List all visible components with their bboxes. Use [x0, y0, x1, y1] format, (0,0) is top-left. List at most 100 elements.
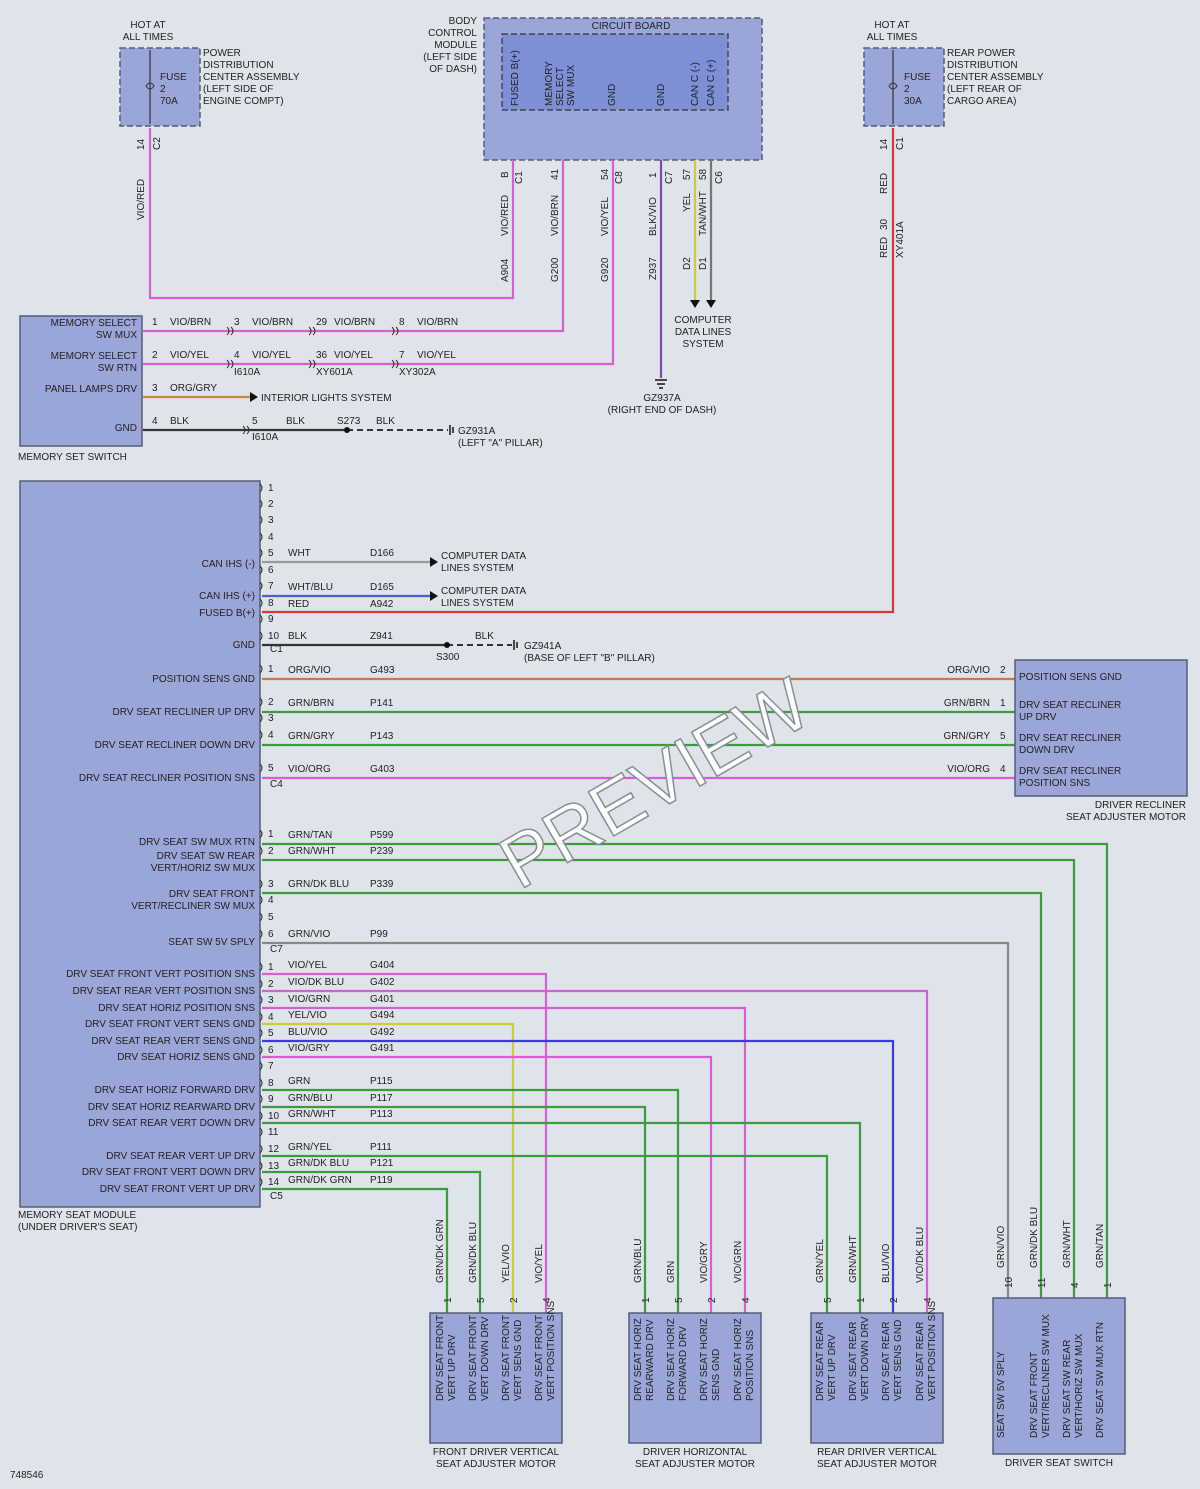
c1-label-3: GND: [233, 640, 255, 651]
motor-label-2-1-0: DRV SEAT REAR: [848, 1322, 859, 1401]
motor-label-0-3-1: VERT POSITION SNS: [546, 1300, 557, 1401]
mss-r4-0: 4: [152, 416, 158, 427]
msm-box: [19, 480, 261, 1208]
mss-r1-1: VIO/BRN: [170, 317, 211, 328]
c7-circ-1: P239: [370, 846, 394, 857]
msm-pin-34: 14: [268, 1177, 280, 1188]
bcm-pin-fused: FUSED B(+): [510, 50, 521, 106]
motor-wire-3-0: GRN/VIO: [996, 1226, 1007, 1268]
motor-pin-2-1: 1: [856, 1297, 867, 1303]
motor-title-0-0: FRONT DRIVER VERTICAL: [433, 1447, 560, 1458]
motor-pin-2-2: 2: [889, 1297, 900, 1303]
c5-wire-11: GRN/DK GRN: [288, 1175, 352, 1186]
motor-wire-0-0: GRN/DK GRN: [435, 1219, 446, 1283]
motor-label-3-1-0: DRV SEAT FRONT: [1029, 1352, 1040, 1438]
motor-pin-1-0: 1: [641, 1297, 652, 1303]
pin-mark-21: [259, 962, 263, 972]
mss-r1-7: VIO/BRN: [417, 317, 458, 328]
c5-wire-5: VIO/GRY: [288, 1043, 330, 1054]
pin-mark-20: [259, 929, 263, 939]
pin-mark-23: [259, 995, 263, 1005]
c1-cdl-a1: LINES SYSTEM: [441, 563, 514, 574]
bcm-cpin-0: B: [500, 171, 511, 178]
c5-line-7: [262, 1105, 647, 1313]
rpdc-pin2: 30: [879, 218, 890, 230]
svg-text:SW MUX: SW MUX: [566, 65, 577, 106]
mss-r2-0: 2: [152, 350, 158, 361]
c5-line-2: [262, 1006, 747, 1313]
c7-circ-3: P99: [370, 929, 388, 940]
motor-title-1-0: DRIVER HORIZONTAL: [643, 1447, 748, 1458]
c7-wire-2: GRN/DK BLU: [288, 879, 349, 890]
hot-label-2a: HOT AT: [874, 20, 909, 31]
c5-line-9: [262, 1154, 829, 1313]
motor-label-2-3-0: DRV SEAT REAR: [915, 1322, 926, 1401]
c7-label-4: VERT/RECLINER SW MUX: [131, 901, 255, 912]
bcm-cpin-2: 54: [600, 168, 611, 180]
motor-label-0-1-0: DRV SEAT FRONT: [468, 1315, 479, 1401]
motor-wire-2-2: BLU/VIO: [881, 1243, 892, 1283]
rpdc-label-2: CENTER ASSEMBLY: [947, 72, 1044, 83]
c5-line-10: [262, 1170, 482, 1313]
c1-wire-2: RED: [288, 599, 309, 610]
msm-pin-1: 2: [268, 499, 274, 510]
c4-circ-0: G493: [370, 665, 395, 676]
mss-r3-2: INTERIOR LIGHTS SYSTEM: [261, 393, 392, 404]
motor-wire-2-0: GRN/YEL: [815, 1239, 826, 1283]
driver-recliner-motor: POSITION SENS GND DRV SEAT RECLINER UP D…: [1014, 659, 1188, 823]
rpdc-wire2: RED: [879, 237, 890, 258]
motor-label-0-3-0: DRV SEAT FRONT: [534, 1315, 545, 1401]
msm-pin-6: 7: [268, 581, 274, 592]
c5-wire-4: BLU/VIO: [288, 1027, 328, 1038]
motor-label-3-2-0: DRV SEAT SW REAR: [1062, 1340, 1073, 1438]
motor-title-0-1: SEAT ADJUSTER MOTOR: [436, 1459, 556, 1470]
c5-label-2: DRV SEAT HORIZ POSITION SNS: [98, 1003, 255, 1014]
c5-wire-2: VIO/GRN: [288, 994, 330, 1005]
bcm-cdl-1: DATA LINES: [675, 327, 732, 338]
rec-label-1: DRV SEAT RECLINER: [1019, 700, 1121, 711]
c1-wire-1: WHT/BLU: [288, 582, 333, 593]
hot-label-1b: ALL TIMES: [123, 32, 174, 43]
c7-line-3: [262, 941, 1010, 1298]
motor-label-1-1-0: DRV SEAT HORIZ: [666, 1318, 677, 1401]
pin-mark-2: [259, 515, 263, 525]
bcm-cpin-1: 41: [550, 168, 561, 180]
hot-label-2b: ALL TIMES: [867, 32, 918, 43]
msm-title-1: (UNDER DRIVER'S SEAT): [18, 1222, 138, 1233]
msm-pin-9: 10: [268, 631, 280, 642]
c1-cdl-a0: COMPUTER DATA: [441, 551, 527, 562]
c4-wire-r-2: GRN/GRY: [944, 731, 991, 742]
bcm-wire-0: VIO/RED: [500, 195, 511, 236]
c1-label-1: CAN IHS (+): [199, 591, 255, 602]
c4-circ-2: P143: [370, 731, 394, 742]
motor-wire-2-3: VIO/DK BLU: [915, 1227, 926, 1283]
msm-pin-29: 9: [268, 1094, 274, 1105]
mss-r2-3: VIO/YEL: [252, 350, 291, 361]
c7-wire-0: GRN/TAN: [288, 830, 332, 841]
mss-conn-2: XY302A: [399, 367, 436, 378]
mss-r1-5: VIO/BRN: [334, 317, 375, 328]
memory-seat-module: MEMORY SEAT MODULE (UNDER DRIVER'S SEAT)…: [18, 480, 1109, 1313]
pin-mark-27: [259, 1061, 263, 1071]
msm-pin-15: 1: [268, 829, 274, 840]
c5-wire-10: GRN/DK BLU: [288, 1158, 349, 1169]
c1-gnd: GZ941A: [524, 641, 562, 652]
mss-r1-2: 3: [234, 317, 240, 328]
recliner-box: [1014, 659, 1188, 797]
c4-wire-3: VIO/ORG: [288, 764, 331, 775]
rpdc-label-0: REAR POWER: [947, 48, 1015, 59]
mss-r1-3: VIO/BRN: [252, 317, 293, 328]
motor-wire-1-2: VIO/GRY: [699, 1241, 710, 1283]
pin-mark-11: [259, 697, 263, 707]
motor-wire-3-1: GRN/DK BLU: [1029, 1207, 1040, 1268]
msm-conn-3: C5: [270, 1191, 283, 1202]
rpdc-box: [863, 47, 945, 127]
c5-line-3: [262, 1022, 515, 1313]
msm-pin-14: 5: [268, 763, 274, 774]
c5-label-0: DRV SEAT FRONT VERT POSITION SNS: [66, 969, 255, 980]
motor-box-1: [628, 1312, 762, 1444]
motor-label-2-0-0: DRV SEAT REAR: [815, 1322, 826, 1401]
